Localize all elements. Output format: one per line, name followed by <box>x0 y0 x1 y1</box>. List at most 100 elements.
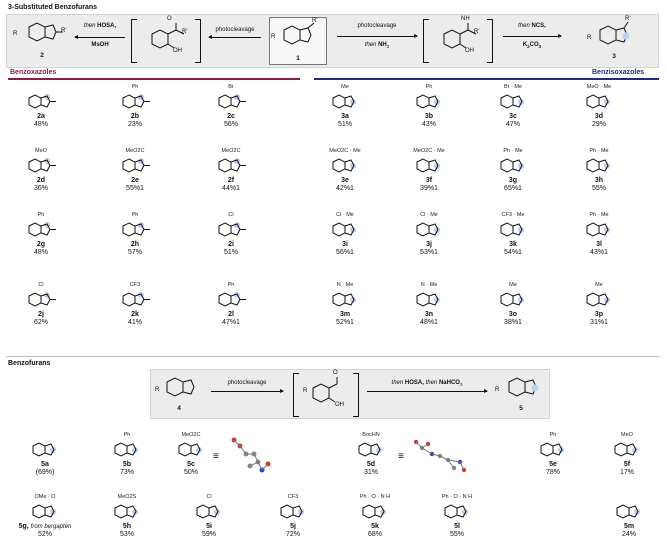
compound-number: 3p <box>594 311 604 318</box>
left-intermediate-oh: OH <box>173 48 182 54</box>
compound-substituents: CF3 <box>129 282 141 288</box>
left-intermediate-structure <box>139 20 195 60</box>
product-2-rprime-label: R' <box>61 28 67 34</box>
compound-yield: 48%1 <box>420 319 438 326</box>
compound-number: 2h <box>130 241 140 248</box>
compound-substituents: Ph · Me <box>589 212 609 218</box>
right-arrow-to-product-3 <box>503 34 562 38</box>
compound-substituents: Cl <box>38 282 44 288</box>
compound-number: 3h <box>594 177 604 184</box>
hydroxyphenyl-imine-icon <box>443 23 477 49</box>
benzisoxazole-ring-icon <box>444 504 468 519</box>
compound-substituents: Ph <box>131 212 139 218</box>
compound-number: 2g <box>36 241 46 248</box>
scheme2-intermediate-oh: OH <box>335 402 344 408</box>
compound-number: 5k <box>371 523 379 530</box>
left-arrow-from-start <box>208 35 261 39</box>
compound-number: 2i <box>228 241 234 248</box>
benzisoxazole-ring-icon <box>500 158 524 173</box>
compound-substituents: Cl · Me <box>420 212 438 218</box>
compound-yield: 59% <box>201 531 216 538</box>
category-benzisoxazoles-label: Benzisoxazoles <box>592 69 645 76</box>
benzoxazole-ring-icon <box>218 292 246 307</box>
compound-substituents: Ph · O · N H <box>359 494 391 500</box>
right-intermediate-bracket-close <box>487 19 493 63</box>
compound-note: from bergapten <box>30 524 72 530</box>
benzoxazole-ring-icon <box>218 94 246 109</box>
compound-substituents: MeO2C <box>221 148 241 154</box>
compound-substituents: N · Me <box>420 282 438 288</box>
scheme2-arrow-to-product <box>367 389 488 393</box>
benzoxazole-ring-icon <box>28 94 56 109</box>
compound-yield: 62% <box>33 319 48 326</box>
compound-yield: 52% <box>37 531 52 538</box>
compound-yield: 72% <box>285 531 300 538</box>
benzisoxazole-ring-icon <box>586 292 610 307</box>
compound-yield: 50% <box>183 469 198 476</box>
compound-substituents: Ph <box>227 282 235 288</box>
product-2-number: 2 <box>40 52 44 59</box>
compound-yield: 53%1 <box>420 249 438 256</box>
section-title-substituted-benzofurans: 3-Substituted Benzofurans <box>8 4 98 11</box>
benzisoxazole-ring-icon <box>32 442 56 457</box>
product-3-r: R <box>587 35 592 41</box>
compound-number: 5c <box>187 461 195 468</box>
compound-number: 5d <box>366 461 376 468</box>
compound-substituents <box>598 494 660 501</box>
compound-number: 5b <box>122 461 132 468</box>
compound-substituents: Me <box>595 282 603 288</box>
compound-substituents <box>14 432 76 439</box>
compound-number: 2f <box>227 177 235 184</box>
compound-number: 3d <box>594 113 604 120</box>
scheme2-bracket-close <box>353 373 359 417</box>
benzisoxazole-ring-icon <box>508 377 539 397</box>
benzisoxazole-ring-icon <box>416 94 440 109</box>
benzisoxazole-ring-icon <box>280 504 304 519</box>
compound-yield: 51% <box>337 121 352 128</box>
benzisoxazole-ring-icon <box>196 504 220 519</box>
compound-substituents: Br <box>228 84 234 90</box>
hydroxybenzaldehyde-icon <box>312 377 338 403</box>
crystal-structure-5c-icon <box>231 437 271 473</box>
right-photocleavage-label: photocleavage <box>357 23 397 29</box>
compound-yield: 55%1 <box>126 185 144 192</box>
benzoxazole-ring-icon <box>28 22 63 42</box>
compound-yield: 68% <box>367 531 382 538</box>
benzisoxazole-ring-icon <box>416 158 440 173</box>
left-condition-label: then HOSA, <box>71 23 129 31</box>
left-photocleavage-label: photocleavage <box>215 27 255 33</box>
compound-number: 5i <box>206 523 212 530</box>
category-benzoxazoles-label: Benzoxazoles <box>10 69 57 76</box>
benzisoxazole-ring-icon <box>586 222 610 237</box>
scheme2-intermediate-r: R <box>303 388 308 394</box>
compound-yield: 44%1 <box>222 185 240 192</box>
compound-yield: 29% <box>591 121 606 128</box>
compound-number: 3i <box>342 241 348 248</box>
compound-yield: 31%1 <box>590 319 608 326</box>
product-5-r: R <box>495 387 500 393</box>
left-intermediate-bracket-open <box>131 19 137 63</box>
scheme2-bracket-open <box>293 373 299 417</box>
compound-yield: 48% <box>33 121 48 128</box>
scheme2-arrow-to-intermediate <box>211 389 284 393</box>
compound-number: 5g, from bergapten <box>18 523 72 530</box>
compound-number: 3m <box>339 311 351 318</box>
compound-substituents: Me <box>509 282 517 288</box>
compound-yield: 23% <box>127 121 142 128</box>
compound-yield: 31% <box>363 469 378 476</box>
category-benzoxazoles-line <box>8 78 300 80</box>
